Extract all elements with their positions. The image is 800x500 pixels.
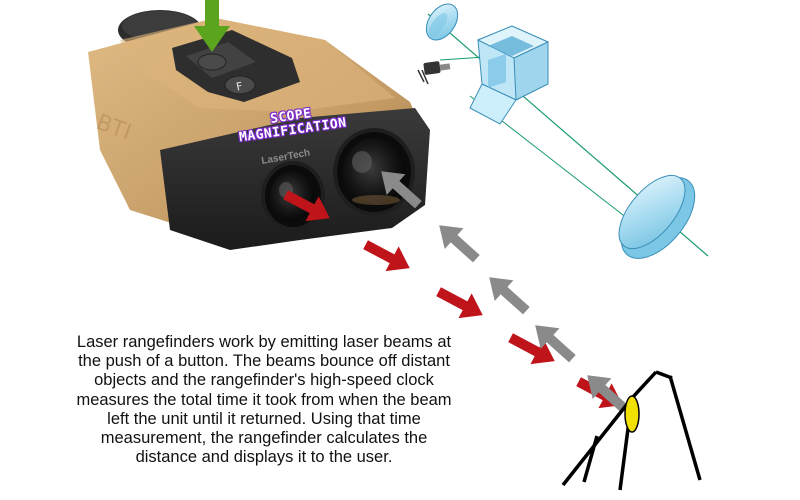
rangefinder-device: F BTI LaserTech [88, 10, 430, 250]
objective-lens-icon [618, 174, 696, 259]
eyepiece-lens-icon [425, 3, 459, 41]
optics-schematic [417, 3, 709, 259]
fire-button [197, 53, 227, 71]
description-text: Laser rangefinders work by emitting lase… [76, 333, 452, 467]
push-button-arrow-icon [194, 0, 230, 52]
return-laser-arrows [381, 171, 628, 413]
laser-diode-icon [417, 61, 451, 85]
f-button [224, 75, 256, 95]
outgoing-laser-arrows [283, 190, 623, 409]
f-button-label: F [235, 80, 244, 94]
reflector-target [624, 395, 640, 433]
tripod-target-icon [561, 370, 702, 491]
prism-icon [469, 25, 550, 125]
